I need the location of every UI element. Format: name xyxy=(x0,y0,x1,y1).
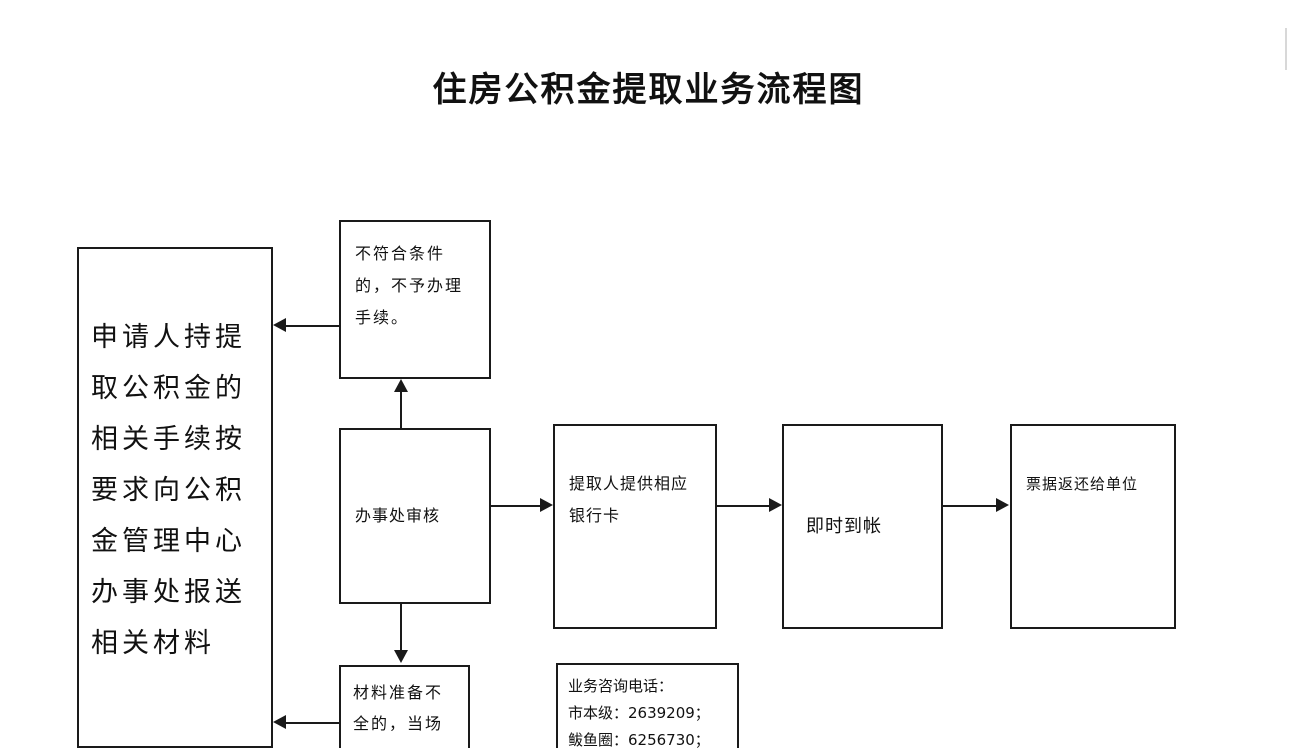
consultation-phone-text: 业务咨询电话： 市本级：2639209； 鲅鱼圈：6256730； xyxy=(568,677,710,748)
applicant-submit-text: 申请人持提 取公积金的 相关手续按 要求向公积 金管理中心 办事处报送 相关材料 xyxy=(91,322,246,659)
connector-review-to-bankcard xyxy=(491,505,541,507)
not-eligible-box: 不符合条件 的，不予办理 手续。 xyxy=(339,220,491,379)
provide-bank-card-box: 提取人提供相应 银行卡 xyxy=(553,424,717,629)
instant-arrival-box: 即时到帐 xyxy=(782,424,943,629)
office-review-box: 办事处审核 xyxy=(339,428,491,604)
not-eligible-text: 不符合条件 的，不予办理 手续。 xyxy=(355,244,464,327)
arrowhead-instant-to-receipt xyxy=(996,498,1009,512)
arrowhead-review-to-bankcard xyxy=(540,498,553,512)
connector-instant-to-receipt xyxy=(943,505,997,507)
connector-incomplete-to-applicant xyxy=(285,722,341,724)
page-title: 住房公积金提取业务流程图 xyxy=(432,70,865,110)
scan-artifact-line xyxy=(1285,28,1287,70)
receipt-returned-text: 票据返还给单位 xyxy=(1026,475,1139,493)
incomplete-materials-text: 材料准备不 全的，当场 xyxy=(353,683,444,733)
arrowhead-review-to-reject xyxy=(394,379,408,392)
connector-review-to-reject xyxy=(400,381,402,428)
arrowhead-review-to-incomplete xyxy=(394,650,408,663)
arrowhead-bankcard-to-instant xyxy=(769,498,782,512)
office-review-text: 办事处审核 xyxy=(355,506,441,525)
connector-reject-to-applicant xyxy=(285,325,341,327)
applicant-submit-box: 申请人持提 取公积金的 相关手续按 要求向公积 金管理中心 办事处报送 相关材料 xyxy=(77,247,273,748)
connector-bankcard-to-instant xyxy=(717,505,770,507)
arrowhead-reject-to-applicant xyxy=(273,318,286,332)
incomplete-materials-box: 材料准备不 全的，当场 xyxy=(339,665,470,748)
provide-bank-card-text: 提取人提供相应 银行卡 xyxy=(569,474,689,525)
connector-review-to-incomplete xyxy=(400,604,402,652)
arrowhead-incomplete-to-applicant xyxy=(273,715,286,729)
instant-arrival-text: 即时到帐 xyxy=(806,515,882,537)
receipt-returned-box: 票据返还给单位 xyxy=(1010,424,1176,629)
consultation-phone-box: 业务咨询电话： 市本级：2639209； 鲅鱼圈：6256730； xyxy=(556,663,739,748)
